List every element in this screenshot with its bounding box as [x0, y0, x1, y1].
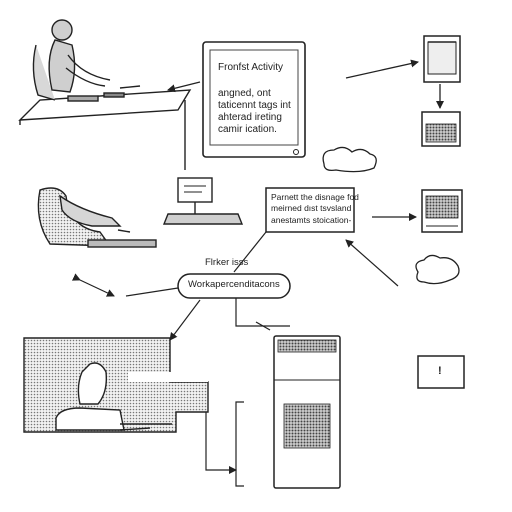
note-box: [265, 187, 355, 233]
document-icon: [423, 35, 461, 83]
note-line-3: anestamts stoication-: [271, 215, 352, 225]
alert-glyph: !: [438, 365, 442, 377]
tablet-card-line-1: angned, ont: [218, 88, 271, 99]
monitor-icon: [421, 111, 461, 147]
arrow-to-note: [345, 239, 399, 287]
arrow-left-double: [71, 273, 115, 297]
alert-box-icon: [417, 355, 465, 389]
connector-pill-down: [235, 298, 290, 327]
floating-label: Flrker isss: [205, 257, 249, 268]
laptop-icon: [162, 177, 244, 225]
server-monitor-icon: [421, 189, 463, 233]
arrow-tablet-to-desk: [167, 81, 201, 93]
note-line-1: Parnett the disnage fod: [271, 192, 359, 202]
chair-icon: [37, 187, 157, 248]
connector-pill-left: [125, 287, 179, 297]
arrow-to-document: [345, 59, 419, 79]
connector-short: [255, 321, 271, 331]
tablet-icon: [202, 41, 306, 158]
pill-label: Workapercenditacons: [188, 279, 280, 290]
tablet-card-line-2: taticennt tags int: [218, 100, 291, 111]
room-icon: [23, 337, 209, 433]
tablet-card-line-4: camir ication.: [218, 124, 277, 135]
arrow-pill-to-room: [169, 299, 201, 341]
note-line-2: meirned dıst tsvsland: [271, 203, 352, 213]
process-pill: [177, 273, 291, 299]
tablet-card-line-3: ahterad ireting: [218, 112, 282, 123]
connector-note-to-pill: [233, 231, 267, 273]
cloud-icon: [322, 146, 460, 285]
tablet-card-title: Fronfst Activity: [218, 62, 284, 73]
bracket-bottom: [235, 401, 244, 487]
connector-bottom-left: [205, 412, 237, 474]
server-tower-icon: [273, 335, 341, 489]
person-at-desk-icon: [18, 19, 192, 170]
